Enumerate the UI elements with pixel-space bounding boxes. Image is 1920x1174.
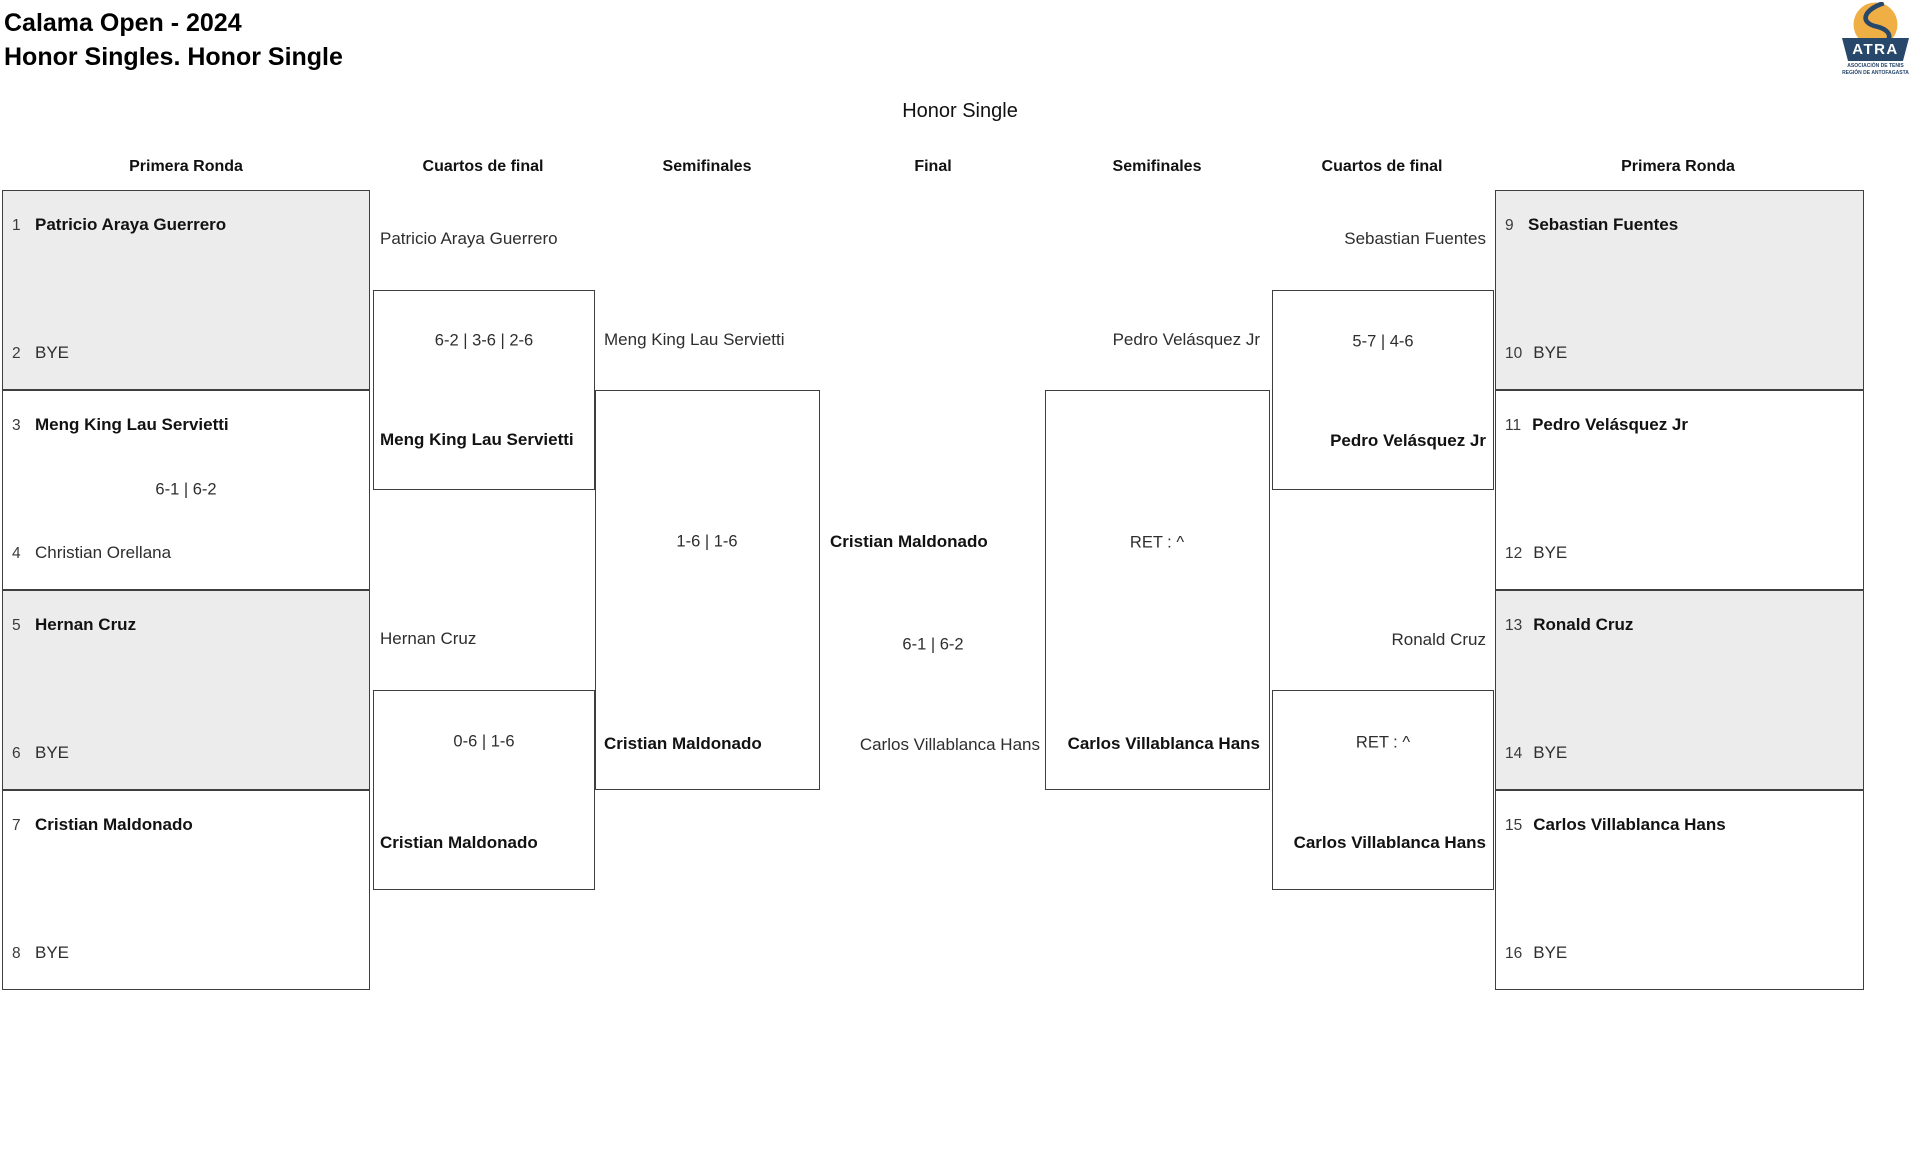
seed-number: 4 bbox=[12, 545, 21, 562]
match-box-r1-right-2: 11 Pedro Velásquez Jr 12 BYE bbox=[1495, 390, 1864, 590]
atra-logo: ATRA ASOCIACIÓN DE TENIS REGIÓN DE ANTOF… bbox=[1842, 2, 1909, 82]
page-subtitle: Honor Singles. Honor Single bbox=[4, 43, 343, 71]
match-box-r1-right-4: 15 Carlos Villablanca Hans 16 BYE bbox=[1495, 790, 1864, 990]
qf-right-2-winner: Carlos Villablanca Hans bbox=[1293, 833, 1486, 852]
player-name: BYE bbox=[35, 943, 70, 962]
match-box-r1-left-3: 5 Hernan Cruz 6 BYE bbox=[2, 590, 370, 790]
seed-number: 16 bbox=[1505, 945, 1523, 962]
sf-left-score: 1-6 | 1-6 bbox=[676, 532, 738, 551]
sf-left-winner: Cristian Maldonado bbox=[604, 734, 762, 753]
seed-number: 12 bbox=[1505, 545, 1523, 562]
seed-number: 8 bbox=[12, 945, 21, 962]
round-header-right-sf: Semifinales bbox=[1112, 158, 1202, 175]
match-box-r1-left-2: 3 Meng King Lau Servietti 6-1 | 6-2 4 Ch… bbox=[2, 390, 370, 590]
seed-number: 6 bbox=[12, 745, 21, 762]
seed-number: 10 bbox=[1505, 345, 1523, 362]
seed-number: 9 bbox=[1505, 217, 1514, 234]
qf-right-1-entrant: Sebastian Fuentes bbox=[1344, 229, 1486, 248]
player-name: Patricio Araya Guerrero bbox=[35, 215, 227, 234]
qf-left-1-entrant: Patricio Araya Guerrero bbox=[380, 229, 558, 248]
seed-number: 13 bbox=[1505, 617, 1523, 634]
logo-subtext-1: ASOCIACIÓN DE TENIS bbox=[1847, 63, 1904, 69]
player-name: BYE bbox=[1533, 343, 1568, 362]
finalist-right: Carlos Villablanca Hans bbox=[859, 735, 1040, 754]
sf-right-winner: Carlos Villablanca Hans bbox=[1067, 734, 1260, 753]
qf-left-2-winner: Cristian Maldonado bbox=[380, 833, 538, 852]
seed-number: 1 bbox=[12, 217, 21, 234]
page-title: Calama Open - 2024 bbox=[4, 9, 242, 37]
draw-title: Honor Single bbox=[902, 100, 1018, 122]
seed-number: 11 bbox=[1505, 417, 1522, 434]
player-name: Hernan Cruz bbox=[35, 615, 137, 634]
round-header-left-r1: Primera Ronda bbox=[129, 158, 243, 175]
match-box-sf-right bbox=[1045, 390, 1270, 790]
seed-number: 5 bbox=[12, 617, 21, 634]
match-box-r1-right-1: 9 Sebastian Fuentes 10 BYE bbox=[1495, 190, 1864, 390]
finalist-left: Cristian Maldonado bbox=[830, 532, 988, 551]
player-name: Meng King Lau Servietti bbox=[35, 415, 229, 434]
seed-number: 14 bbox=[1505, 745, 1523, 762]
player-name: BYE bbox=[1533, 543, 1568, 562]
player-name: Sebastian Fuentes bbox=[1528, 215, 1679, 234]
player-name: Carlos Villablanca Hans bbox=[1533, 815, 1726, 834]
qf-right-1-winner: Pedro Velásquez Jr bbox=[1330, 431, 1486, 450]
match-box-r1-right-3: 13 Ronald Cruz 14 BYE bbox=[1495, 590, 1864, 790]
qf-left-1-score: 6-2 | 3-6 | 2-6 bbox=[434, 331, 534, 350]
match-box-r1-left-4: 7 Cristian Maldonado 8 BYE bbox=[2, 790, 370, 990]
player-name: Ronald Cruz bbox=[1533, 615, 1634, 634]
round-header-left-sf: Semifinales bbox=[662, 158, 752, 175]
logo-subtext-2: REGIÓN DE ANTOFAGASTA bbox=[1842, 70, 1909, 76]
player-name: Pedro Velásquez Jr bbox=[1532, 415, 1688, 434]
round-header-final: Final bbox=[914, 158, 952, 175]
player-name: BYE bbox=[1533, 743, 1568, 762]
player-name: BYE bbox=[1533, 943, 1568, 962]
match-box-qf-right-1 bbox=[1272, 290, 1494, 490]
match-box-qf-left-2 bbox=[373, 690, 595, 890]
match-score: 6-1 | 6-2 bbox=[155, 480, 217, 499]
seed-number: 3 bbox=[12, 417, 21, 434]
final-score: 6-1 | 6-2 bbox=[902, 635, 964, 654]
qf-right-1-score: 5-7 | 4-6 bbox=[1352, 332, 1414, 351]
match-box-qf-left-1 bbox=[373, 290, 595, 490]
round-header-right-r1: Primera Ronda bbox=[1621, 158, 1735, 175]
qf-right-2-entrant: Ronald Cruz bbox=[1391, 630, 1487, 649]
sf-right-score: RET : ^ bbox=[1129, 533, 1185, 552]
sf-left-entrant: Meng King Lau Servietti bbox=[604, 330, 785, 349]
match-box-r1-left-1: 1 Patricio Araya Guerrero 2 BYE bbox=[2, 190, 370, 390]
player-name: Cristian Maldonado bbox=[35, 815, 193, 834]
qf-left-1-winner: Meng King Lau Servietti bbox=[380, 430, 574, 449]
logo-acronym: ATRA bbox=[1842, 38, 1909, 61]
seed-number: 7 bbox=[12, 817, 21, 834]
qf-left-2-entrant: Hernan Cruz bbox=[380, 629, 477, 648]
player-name: BYE bbox=[35, 343, 70, 362]
player-name: Christian Orellana bbox=[35, 543, 172, 562]
round-header-left-qf: Cuartos de final bbox=[422, 158, 544, 175]
qf-right-2-score: RET : ^ bbox=[1355, 733, 1411, 752]
sf-right-entrant: Pedro Velásquez Jr bbox=[1112, 330, 1260, 349]
seed-number: 2 bbox=[12, 345, 21, 362]
qf-left-2-score: 0-6 | 1-6 bbox=[453, 732, 515, 751]
player-name: BYE bbox=[35, 743, 70, 762]
seed-number: 15 bbox=[1505, 817, 1523, 834]
match-box-qf-right-2 bbox=[1272, 690, 1494, 890]
match-box-sf-left bbox=[595, 390, 820, 790]
round-header-right-qf: Cuartos de final bbox=[1321, 158, 1443, 175]
